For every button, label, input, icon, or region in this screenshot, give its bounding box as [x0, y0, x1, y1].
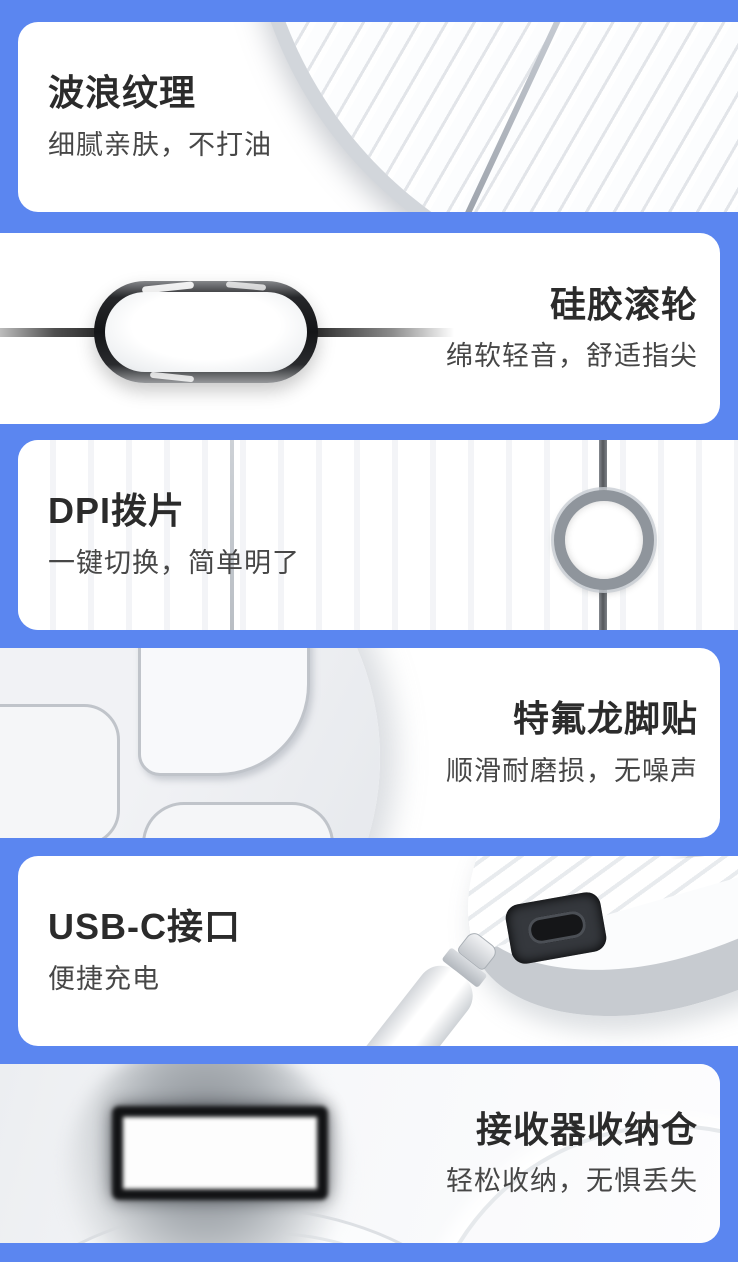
feature-title: 接收器收纳仓 — [475, 1108, 698, 1150]
usb-c-cable — [313, 920, 511, 1046]
feature-subtitle: 便捷充电 — [48, 963, 160, 994]
feature-copy: 波浪纹理 细腻亲肤，不打油 — [48, 22, 272, 212]
scroll-wheel-closeup-photo — [0, 233, 720, 424]
feature-title: 波浪纹理 — [48, 72, 197, 114]
receiver-compartment-photo — [0, 1064, 720, 1243]
feature-card-teflon-feet: 特氟龙脚贴 顺滑耐磨损，无噪声 — [0, 648, 720, 838]
feature-subtitle: 细腻亲肤，不打油 — [48, 129, 272, 160]
feature-copy: 特氟龙脚贴 顺滑耐磨损，无噪声 — [446, 648, 698, 838]
wheel-slot-right — [314, 328, 454, 337]
dpi-button-ring — [554, 490, 654, 590]
feature-copy: 接收器收纳仓 轻松收纳，无惧丢失 — [446, 1064, 698, 1243]
feature-card-wave-texture: 波浪纹理 细腻亲肤，不打油 — [18, 22, 738, 212]
feature-title: 特氟龙脚贴 — [512, 698, 698, 740]
receiver-slot — [112, 1106, 328, 1200]
feature-copy: USB-C接口 便捷充电 — [48, 856, 241, 1046]
feature-subtitle: 顺滑耐磨损，无噪声 — [446, 755, 698, 786]
feature-copy: 硅胶滚轮 绵软轻音，舒适指尖 — [446, 233, 698, 424]
feature-copy: DPI拨片 一键切换，简单明了 — [48, 440, 300, 630]
feature-card-dpi-switch: DPI拨片 一键切换，简单明了 — [18, 440, 738, 630]
feature-card-receiver-storage: 接收器收纳仓 轻松收纳，无惧丢失 — [0, 1064, 720, 1243]
wheel-surface — [105, 292, 307, 372]
feature-subtitle: 一键切换，简单明了 — [48, 547, 300, 578]
mouse-top-shell — [258, 22, 738, 212]
dpi-button-closeup-photo — [18, 440, 738, 630]
teflon-foot — [142, 802, 334, 838]
wheel-glint — [225, 281, 267, 291]
panel-seam — [230, 440, 234, 630]
feature-subtitle: 绵软轻音，舒适指尖 — [446, 341, 698, 372]
mouse-bottom-feet-photo — [0, 648, 720, 838]
wheel-slot-left — [0, 328, 100, 337]
feature-subtitle: 轻松收纳，无惧丢失 — [446, 1166, 698, 1197]
wheel-glint — [149, 371, 195, 383]
feature-card-usb-c-port: USB-C接口 便捷充电 — [18, 856, 738, 1046]
mouse-top-wave-texture-photo — [18, 22, 738, 212]
feature-title: DPI拨片 — [48, 490, 186, 532]
teflon-foot — [0, 704, 120, 838]
feature-title: 硅胶滚轮 — [549, 283, 698, 325]
feature-card-silicone-wheel: 硅胶滚轮 绵软轻音，舒适指尖 — [0, 233, 720, 424]
scroll-wheel — [94, 281, 318, 383]
feature-title: USB-C接口 — [48, 906, 241, 948]
